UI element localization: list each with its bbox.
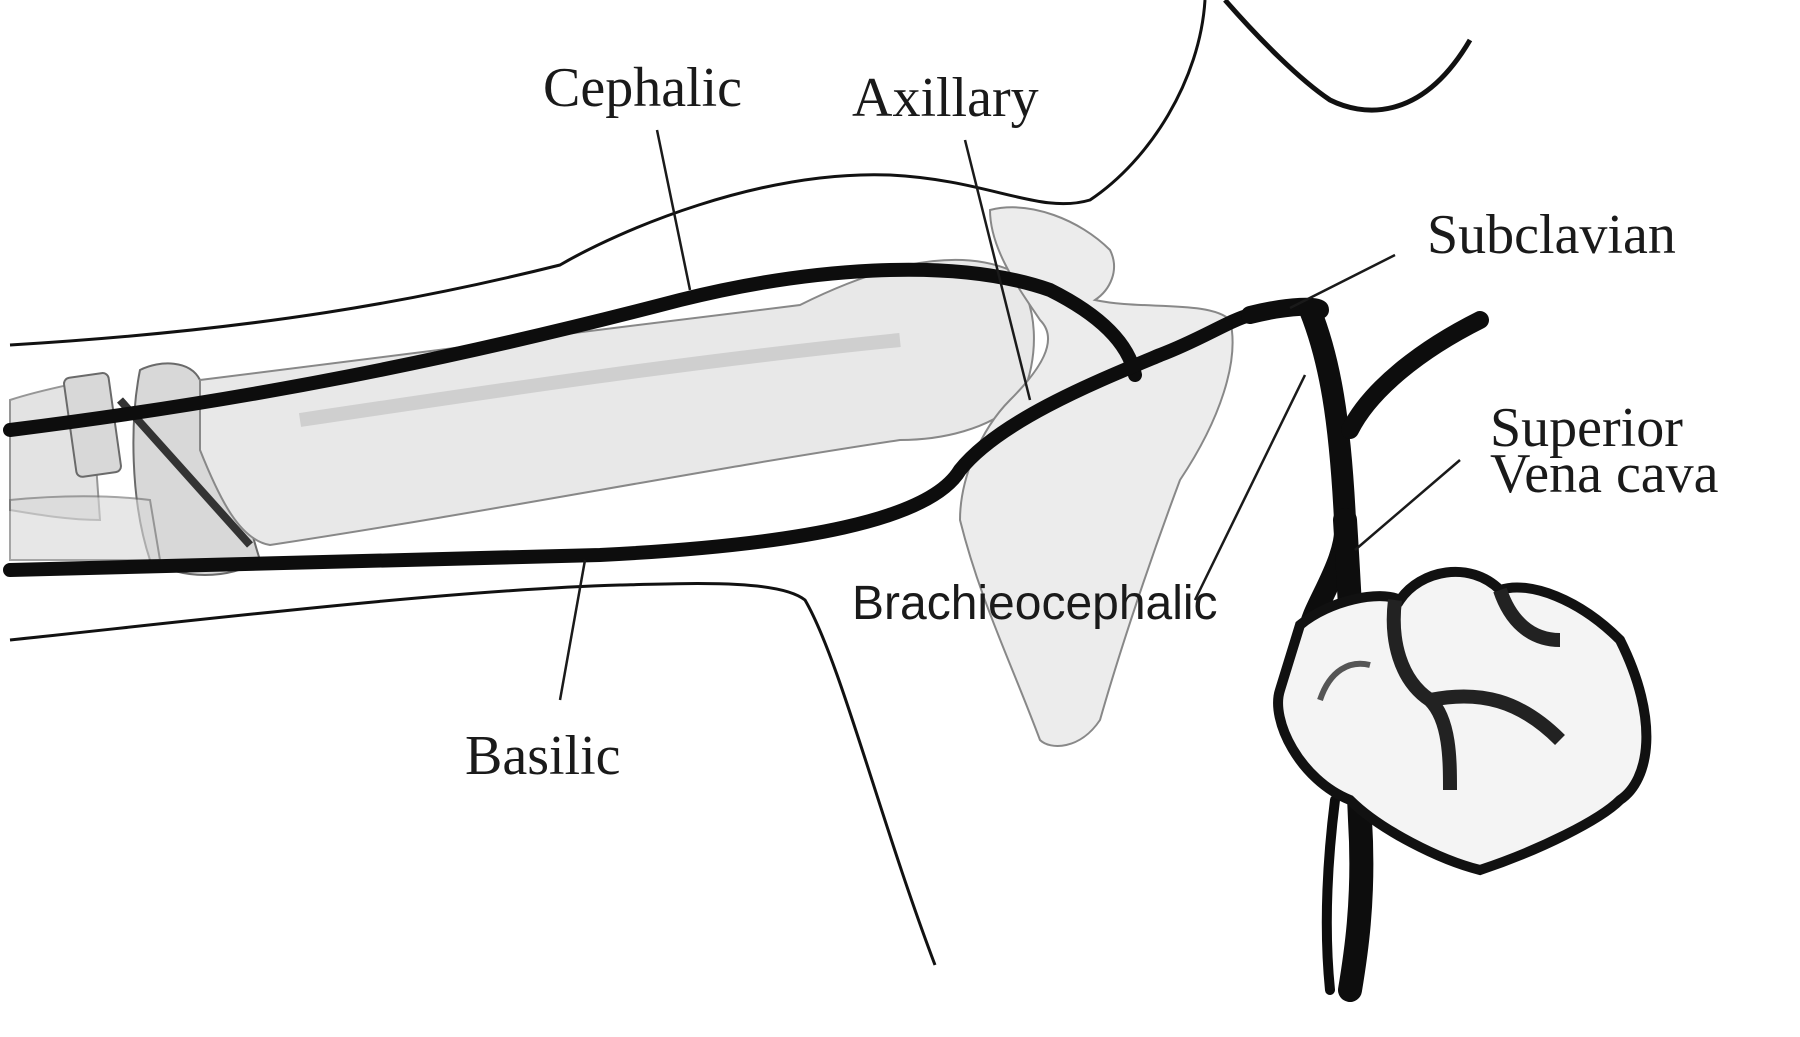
body-outline	[9, 0, 1473, 966]
forearm-bones	[9, 362, 262, 576]
leader-lines	[558, 129, 1461, 701]
heart	[1273, 566, 1652, 876]
axillary-leader	[963, 139, 1032, 401]
basilic-vein	[3, 308, 1257, 577]
label-superior-vena-cava: Superior Vena cava	[1490, 397, 1719, 505]
left-brachiocephalic-vein	[1341, 311, 1489, 439]
cephalic-leader	[655, 129, 692, 291]
humerus-shadow	[298, 333, 901, 427]
ivc-branch	[1321, 795, 1340, 995]
svc-leader	[1354, 459, 1461, 551]
subclavian-leader	[1289, 253, 1396, 310]
label-basilic: Basilic	[465, 725, 621, 787]
brachiocephalic-leader	[1193, 374, 1307, 601]
label-superior-line1: Superior	[1490, 397, 1683, 459]
label-superior-line2: Vena cava	[1490, 442, 1719, 505]
label-brachiocephalic: Brachieocephalic	[852, 577, 1218, 630]
cephalic-vein	[3, 262, 1142, 437]
label-axillary: Axillary	[852, 67, 1039, 129]
label-subclavian: Subclavian	[1427, 204, 1676, 266]
label-cephalic: Cephalic	[543, 57, 743, 119]
basilic-leader	[558, 559, 587, 701]
